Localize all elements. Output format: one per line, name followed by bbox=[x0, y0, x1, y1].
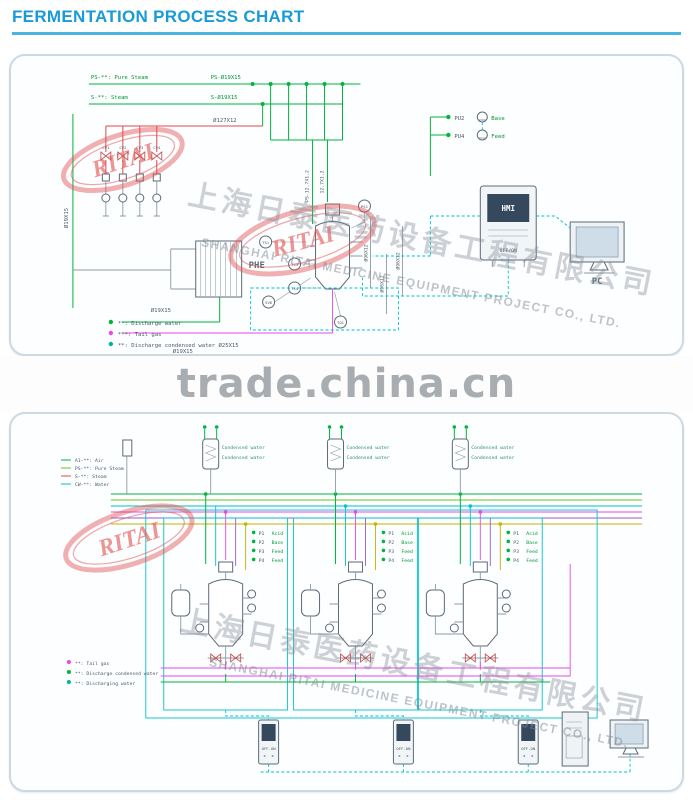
legend-row: **: Tail gas bbox=[75, 661, 110, 667]
pc-label: PC bbox=[592, 277, 603, 287]
instrument-tags: TS1 TS3 TS4 TQ1 SV6 PS1 bbox=[259, 199, 371, 329]
pump-dest: Feed bbox=[491, 134, 504, 140]
pump-icon bbox=[476, 129, 488, 141]
instrument-bubble: PS1 bbox=[361, 204, 369, 209]
jacket-spec: Ø96X12 bbox=[378, 275, 385, 292]
top-process-diagram: PS-**: Pure Steam PS-Ø19X15 S-**: Steam … bbox=[60, 74, 658, 354]
pure-steam-header: PS-**: Pure Steam PS-Ø19X15 bbox=[88, 74, 361, 224]
header-spec: Ø127X12 bbox=[213, 117, 236, 124]
pc-screen bbox=[575, 226, 619, 258]
utility-row: S-**: Steam bbox=[75, 474, 107, 480]
condenser-unit bbox=[451, 424, 516, 495]
drain-legend: **: Discharge water ***: Tail gas **: Di… bbox=[108, 319, 239, 354]
process-diagram-panel-bottom: Condensed water Condensed water P1 Acid … bbox=[9, 412, 684, 792]
valve-tag: CV4 bbox=[153, 145, 161, 150]
steam-spec: S-Ø19X15 bbox=[211, 94, 238, 101]
title-underline bbox=[12, 32, 681, 35]
hmi-switch-label: OFF/ON bbox=[500, 248, 517, 254]
hmi-panel: HMI OFF/ON bbox=[479, 185, 537, 267]
utility-row: A1-**: Air bbox=[75, 458, 104, 464]
utility-row: PS-**: Pure Steam bbox=[75, 466, 124, 472]
utility-legend: A1-**: Air PS-**: Pure Steam S-**: Steam… bbox=[60, 439, 133, 494]
legend-row: **: Discharge water bbox=[118, 321, 182, 327]
left-riser: Ø19X15 bbox=[63, 114, 196, 308]
pc-workstation: PC bbox=[569, 221, 625, 287]
utility-row: CW-**: Water bbox=[75, 482, 110, 488]
jacket-spec: Ø96X12 bbox=[362, 244, 369, 261]
branch-spec: 12.7X1.2 bbox=[320, 170, 326, 193]
jacket-spec: Ø96X12 bbox=[394, 252, 401, 269]
instrument-bubble: TQ1 bbox=[337, 320, 345, 325]
feed-list bbox=[381, 530, 414, 565]
air-filter bbox=[122, 439, 133, 457]
hmi-screen bbox=[487, 194, 530, 222]
page-header: FERMENTATION PROCESS CHART bbox=[0, 0, 693, 35]
panel-signal-lines bbox=[225, 710, 631, 773]
pump-icon bbox=[476, 111, 488, 123]
valve-tag: CV1 bbox=[102, 145, 110, 150]
monitor-screen bbox=[614, 723, 644, 745]
pc-monitor bbox=[609, 719, 649, 758]
feed-drop-lines bbox=[205, 494, 501, 570]
page-title: FERMENTATION PROCESS CHART bbox=[12, 7, 305, 26]
legend-row: **: Discharge condensed water Ø25X15 bbox=[118, 342, 239, 349]
plate-heat-exchanger: PHE Ø19X15 bbox=[122, 240, 265, 323]
hmi-label: HMI bbox=[501, 204, 515, 213]
pure-steam-spec: PS-Ø19X15 bbox=[211, 74, 241, 81]
trade-china-watermark: trade.china.cn bbox=[176, 361, 517, 407]
instrument-bubble: SV6 bbox=[265, 300, 273, 305]
legend-row: **: Discharging water bbox=[75, 681, 136, 687]
steam-header: S-**: Steam S-Ø19X15 bbox=[88, 94, 343, 126]
valve-tag: CV2 bbox=[119, 145, 126, 150]
legend-row: ***: Tail gas bbox=[118, 332, 162, 338]
steam-distribution-valves: Ø127X12 CV1 CV2 CV3 CV4 bbox=[100, 117, 263, 217]
steam-label: S-**: Steam bbox=[91, 95, 129, 101]
pump-dest: Base bbox=[491, 116, 505, 122]
drain-legend: **: Tail gas **: Discharge condensed wat… bbox=[66, 660, 159, 687]
pure-steam-label: PS-**: Pure Steam bbox=[91, 75, 149, 81]
dosing-pumps: PU2 Base PU4 Feed bbox=[429, 111, 505, 176]
ritai-stamp: RITAI bbox=[63, 503, 195, 573]
pump-tag: PU4 bbox=[454, 134, 465, 140]
legend-row: Ø19X15 bbox=[173, 348, 193, 354]
left-riser-spec: Ø19X15 bbox=[63, 208, 70, 228]
control-panel bbox=[258, 719, 280, 765]
instrument-bubble: TS1 bbox=[262, 240, 270, 245]
condenser-unit bbox=[327, 424, 391, 495]
legend-row: **: Discharge condensed water bbox=[75, 671, 159, 677]
ps-branch-spec: PS-12.7X1.2 bbox=[305, 170, 311, 202]
control-signal-lines bbox=[250, 215, 571, 331]
control-panel bbox=[392, 719, 414, 765]
utility-bus-lines bbox=[110, 492, 643, 526]
transfer-lines bbox=[160, 564, 571, 683]
branch-pipe-specs: PS-12.7X1.2 12.7X1.2 Ø96X12 Ø96X12 Ø96X1… bbox=[305, 170, 403, 314]
feed-list bbox=[506, 530, 538, 565]
feed-list bbox=[251, 530, 284, 565]
phe-inlet-spec: Ø19X15 bbox=[151, 307, 171, 314]
pump-tag: PU2 bbox=[454, 116, 464, 122]
bottom-process-diagram: Condensed water Condensed water P1 Acid … bbox=[60, 424, 650, 773]
watermark-band: trade.china.cn bbox=[0, 356, 693, 412]
condenser-unit bbox=[202, 424, 266, 495]
valve-tag: CV3 bbox=[136, 145, 144, 150]
control-cabinet bbox=[561, 711, 589, 767]
process-diagram-panel-top: PS-**: Pure Steam PS-Ø19X15 S-**: Steam … bbox=[9, 54, 684, 356]
instrument-bubble: TS4 bbox=[291, 286, 299, 291]
watermark-layer: RITAI RITAI 上海日泰医药设备工程有限公司 SHANGHAI RITA… bbox=[60, 126, 658, 331]
